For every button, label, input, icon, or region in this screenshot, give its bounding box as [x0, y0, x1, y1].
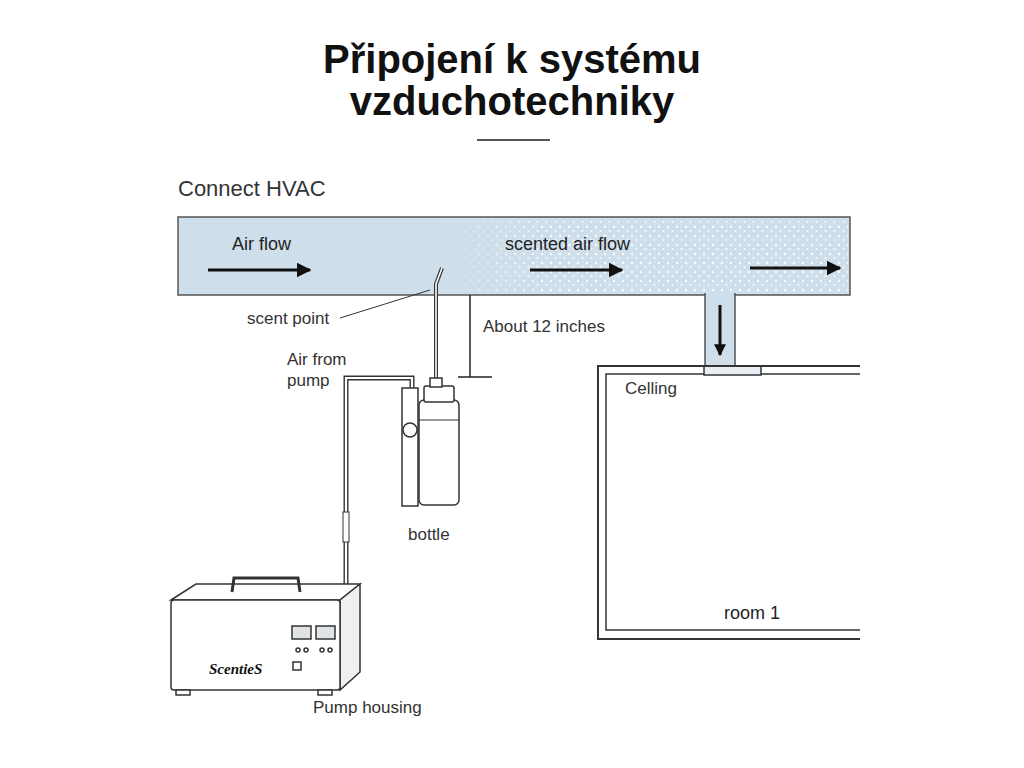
- branch-joint: [706, 292, 734, 296]
- room-wall: [606, 374, 860, 630]
- flow-arrow: [530, 269, 622, 272]
- duct-branch: [705, 294, 735, 366]
- part-label: bottle: [408, 524, 450, 545]
- ceiling-diffuser: [704, 366, 761, 375]
- part-label: Celling: [625, 378, 677, 399]
- part-label: Air from pump: [287, 349, 359, 391]
- bottle-body: [419, 400, 459, 505]
- scent-cloud: [440, 219, 848, 293]
- part-label: scent point: [247, 308, 329, 329]
- tube-coupling: [343, 512, 349, 542]
- scent-tube: [436, 268, 442, 382]
- pump-housing: [171, 578, 360, 695]
- leader-line: [340, 290, 430, 318]
- bottle-bracket: [402, 388, 418, 506]
- room-box: room 1: [597, 365, 860, 640]
- flow-arrow: [750, 267, 840, 270]
- node-label: room 1: [724, 603, 780, 624]
- dimension-label: About 12 inches: [483, 316, 605, 337]
- node-label: Air flow: [232, 234, 291, 255]
- duct: [178, 217, 850, 295]
- bottle-seam: [419, 420, 459, 421]
- scent-tube: [436, 268, 442, 382]
- section-heading: Connect HVAC: [178, 178, 326, 199]
- page-title: Připojení k systému vzduchotechniky: [252, 38, 772, 122]
- flow-connector: [719, 305, 722, 355]
- bottle-head: [424, 386, 454, 402]
- title-rule: [477, 139, 550, 141]
- node-label: scented air flow: [505, 234, 630, 255]
- brand-logo: ScentieS: [209, 659, 262, 680]
- bottle-hook: [403, 423, 417, 437]
- flow-arrow: [208, 269, 310, 272]
- bottle-nozzle: [430, 378, 442, 387]
- dimension-line: [469, 295, 471, 377]
- dimension-tick: [458, 376, 492, 378]
- part-label: Pump housing: [313, 697, 422, 718]
- duct-band: Air flow scented air flow: [178, 217, 850, 295]
